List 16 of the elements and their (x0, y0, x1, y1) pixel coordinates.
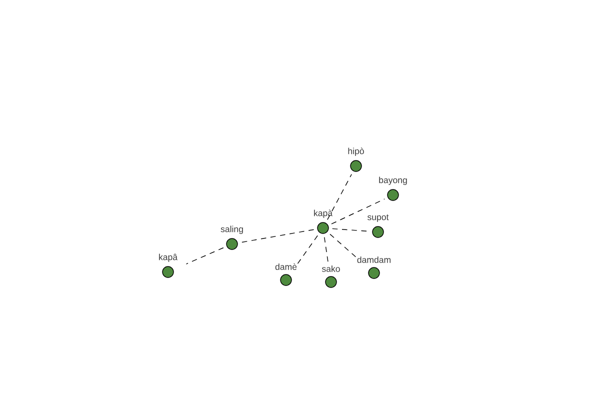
connector (240, 229, 314, 243)
node-label: kapâ (159, 254, 178, 262)
connector (324, 236, 328, 263)
connector (327, 174, 352, 220)
connector (331, 198, 385, 224)
node-label: sako (322, 265, 340, 272)
node-label: damdam (357, 256, 391, 263)
node-label: supot (368, 214, 389, 222)
connector (186, 247, 224, 264)
connector (332, 228, 370, 232)
node-label: damè (275, 263, 297, 270)
node-label: saling (220, 226, 243, 234)
connector (297, 235, 318, 264)
node-label: hipò (348, 148, 364, 156)
node-label: kapà (314, 210, 333, 218)
node-label: bayong (379, 176, 407, 185)
